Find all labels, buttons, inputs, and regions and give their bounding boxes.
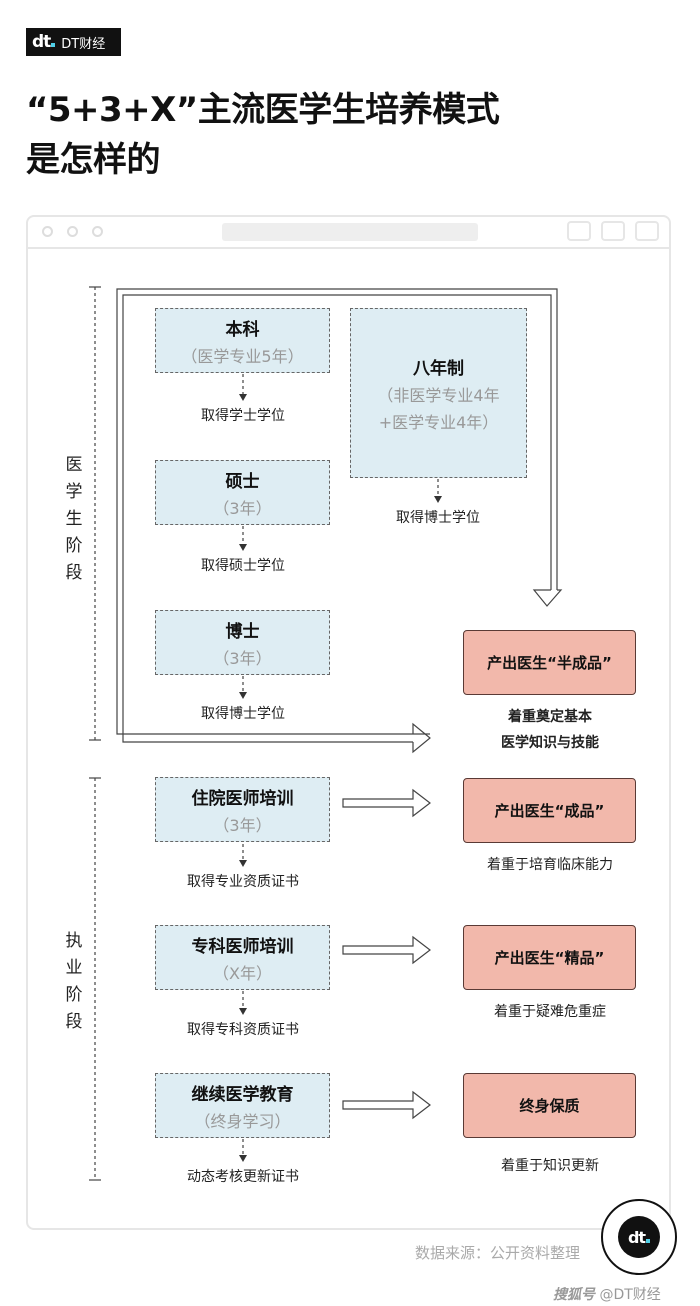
- record-icon: [567, 221, 591, 241]
- box-sub: （非医学专业4年: [377, 385, 500, 405]
- outcome-note: 医学知识与技能: [501, 735, 599, 751]
- box-sub: （医学专业5年）: [181, 346, 304, 366]
- hollow-arrow-2: [342, 935, 431, 965]
- address-bar: [222, 223, 478, 241]
- box-master: 硕士 （3年）: [155, 460, 330, 525]
- share-icon: [601, 221, 625, 241]
- double-arrow-outer: [116, 288, 558, 735]
- box-specialist: 专科医师培训 （X年）: [155, 925, 330, 990]
- outcome-lifelong: 终身保质: [463, 1073, 636, 1138]
- box-sub: （终身学习）: [194, 1111, 291, 1131]
- result-label: 取得博士学位: [396, 510, 480, 526]
- hollow-arrow-1: [342, 788, 431, 818]
- outcome-note: 着重于疑难危重症: [494, 1004, 606, 1020]
- result-label: 取得学士学位: [201, 408, 285, 424]
- platform-name: 搜狐号: [553, 1287, 595, 1303]
- brand-logo: dt DT财经: [26, 28, 121, 56]
- result-label: 取得专业资质证书: [187, 874, 299, 890]
- box-sub: （3年）: [213, 648, 272, 668]
- window-frame: [26, 215, 671, 1230]
- outcome-note: 着重奠定基本: [508, 709, 592, 725]
- badge-logo: dt: [601, 1199, 677, 1275]
- maximize-dot-icon: [92, 226, 103, 237]
- logo-text: DT财经: [61, 36, 106, 52]
- result-label: 取得专科资质证书: [187, 1022, 299, 1038]
- platform-handle: @DT财经: [599, 1287, 661, 1303]
- box-continuing: 继续医学教育 （终身学习）: [155, 1073, 330, 1138]
- box-sub: +医学专业4年）: [378, 412, 499, 432]
- box-eight-year: 八年制 （非医学专业4年 +医学专业4年）: [350, 308, 527, 478]
- result-label: 取得博士学位: [201, 706, 285, 722]
- watermark-footer: 搜狐号 @DT财经: [553, 1284, 661, 1304]
- hollow-arrow-3: [342, 1090, 431, 1120]
- copy-icon: [635, 221, 659, 241]
- title-line-1: “5+3+X”主流医学生培养模式: [26, 90, 500, 130]
- box-title: 专科医师培训: [191, 936, 294, 957]
- badge-mark: dt: [618, 1216, 660, 1258]
- window-divider: [28, 247, 671, 249]
- stage-label-student: 医学生阶段: [65, 455, 83, 583]
- box-title: 硕士: [225, 471, 260, 492]
- box-sub: （X年）: [213, 963, 272, 983]
- box-sub: （3年）: [213, 498, 272, 518]
- outcome-note: 着重于知识更新: [501, 1158, 599, 1174]
- title-line-2: 是怎样的: [26, 140, 161, 180]
- source-note: 数据来源：公开资料整理: [415, 1244, 581, 1262]
- box-undergrad: 本科 （医学专业5年）: [155, 308, 330, 373]
- logo-mark: dt: [32, 32, 56, 52]
- result-label: 取得硕士学位: [201, 558, 285, 574]
- box-residency: 住院医师培训 （3年）: [155, 777, 330, 842]
- box-title: 住院医师培训: [191, 788, 294, 809]
- box-phd: 博士 （3年）: [155, 610, 330, 675]
- box-title: 博士: [225, 621, 260, 642]
- outcome-finished: 产出医生“成品”: [463, 778, 636, 843]
- box-title: 本科: [225, 319, 260, 340]
- stage-label-practice: 执业阶段: [65, 931, 83, 1032]
- outcome-premium: 产出医生“精品”: [463, 925, 636, 990]
- minimize-dot-icon: [67, 226, 78, 237]
- box-title: 继续医学教育: [191, 1084, 294, 1105]
- outcome-note: 着重于培育临床能力: [487, 857, 613, 873]
- result-label: 动态考核更新证书: [187, 1169, 299, 1185]
- outcome-semi-finished: 产出医生“半成品”: [463, 630, 636, 695]
- box-title: 八年制: [413, 358, 464, 379]
- box-sub: （3年）: [213, 815, 272, 835]
- close-dot-icon: [42, 226, 53, 237]
